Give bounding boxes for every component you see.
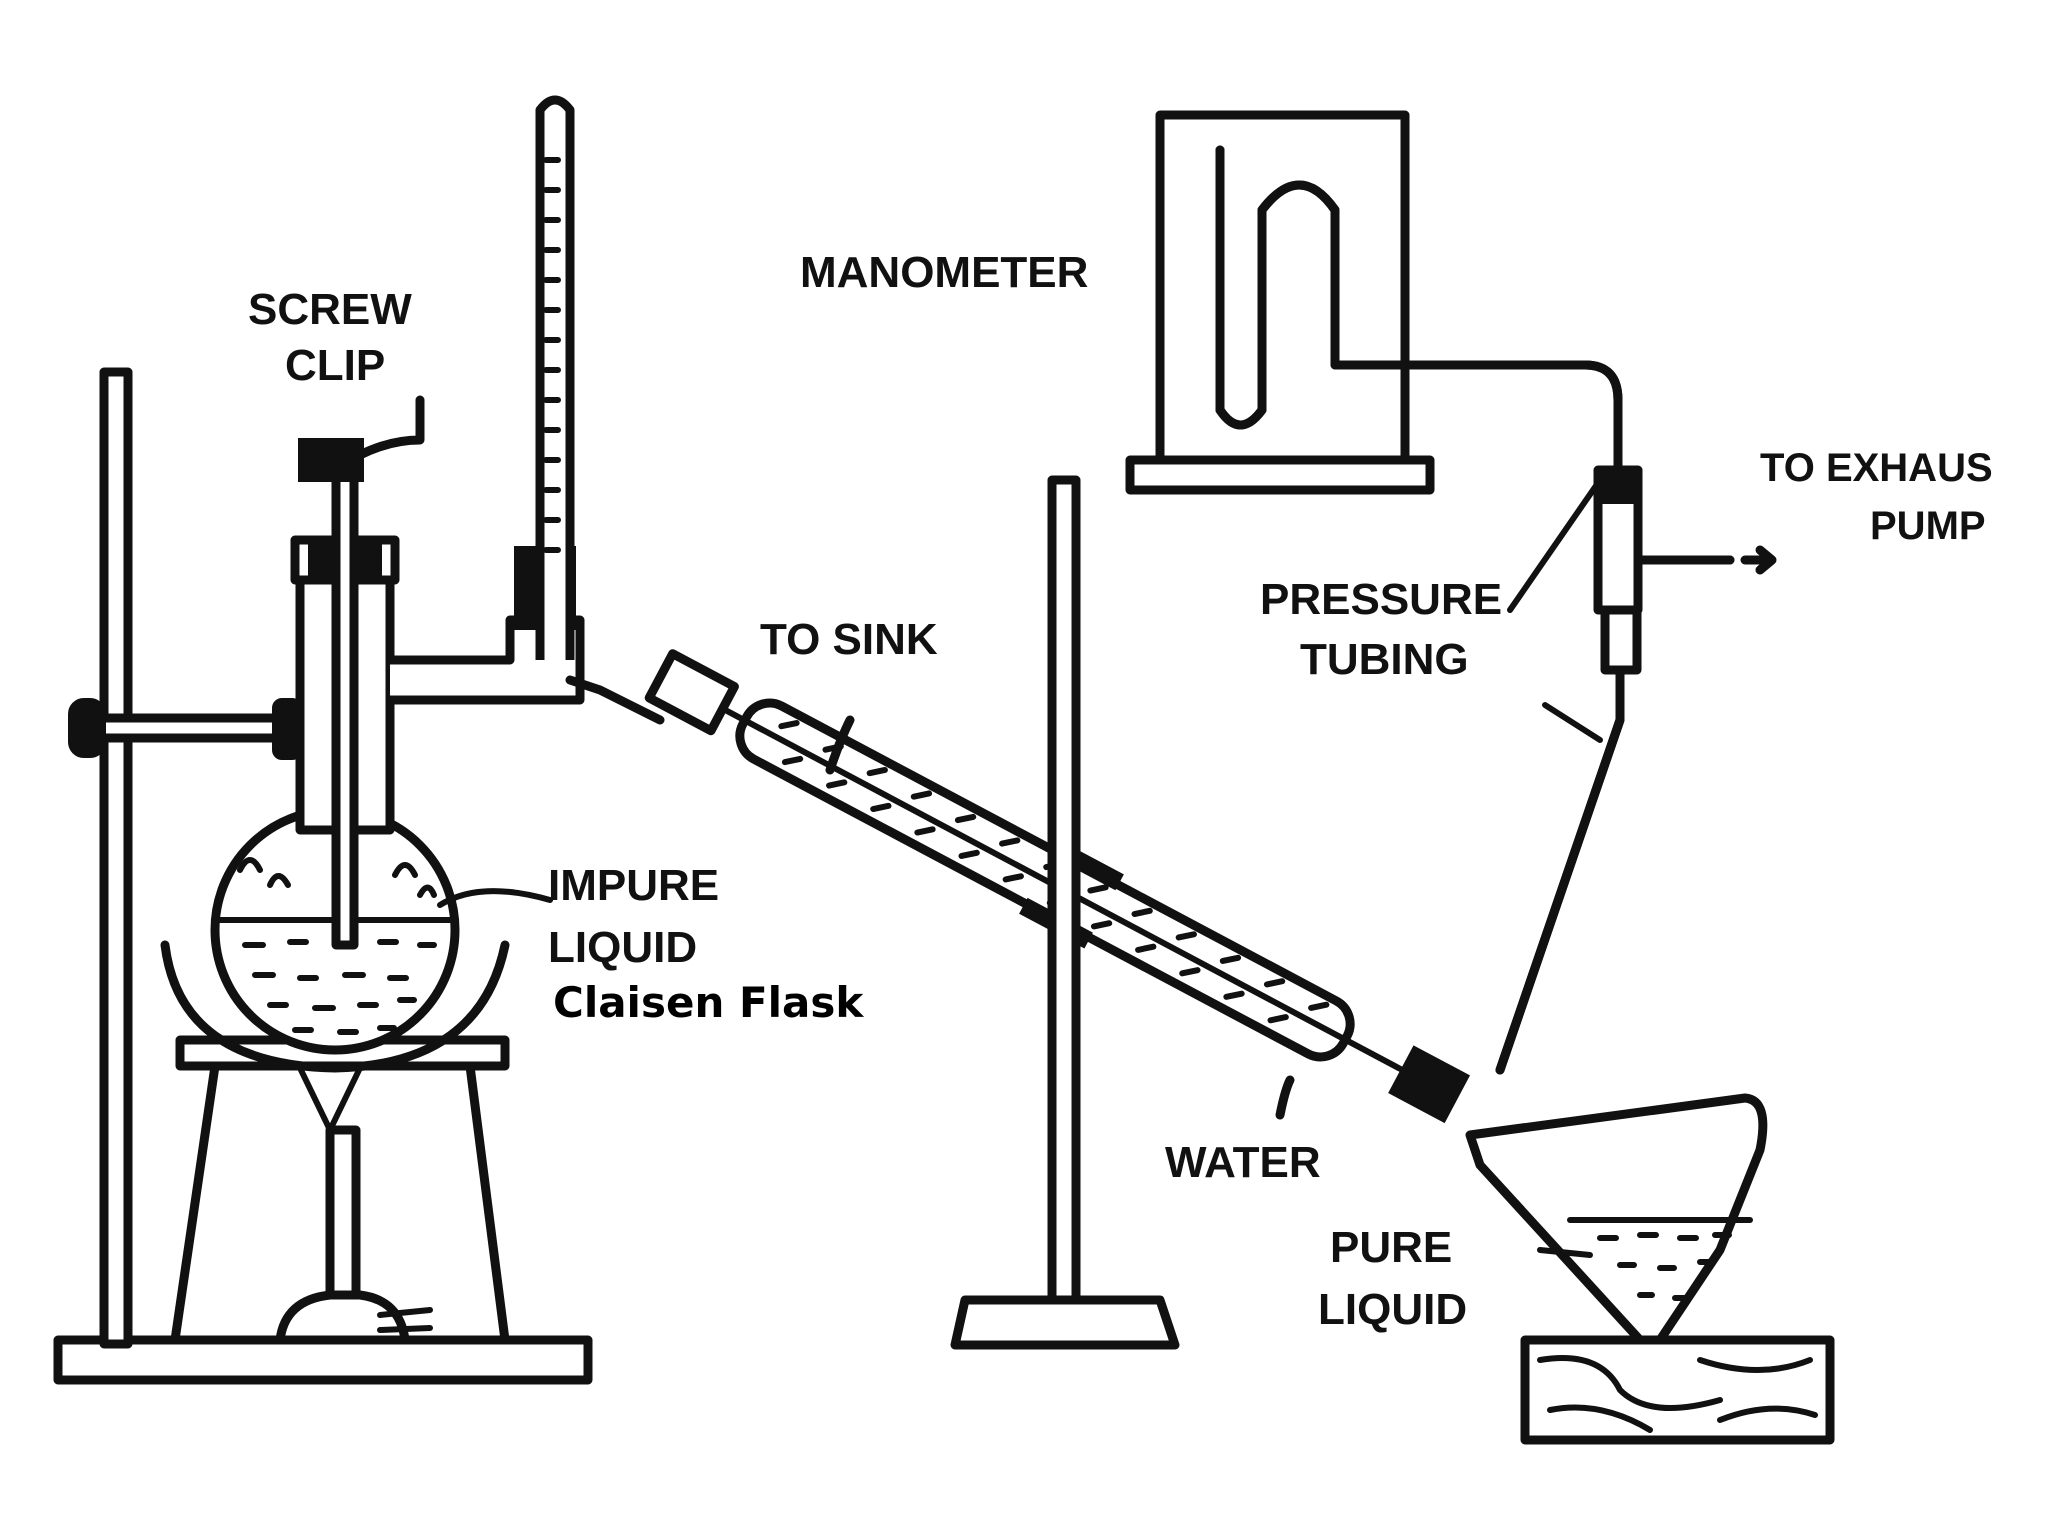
screw-clip xyxy=(298,395,425,950)
to-sink-label: TO SINK xyxy=(760,615,938,664)
water-label: WATER xyxy=(1165,1138,1321,1187)
pressure-tubing xyxy=(1435,360,1777,1075)
pure-liquid-label-line2: LIQUID xyxy=(1318,1285,1468,1334)
to-exhaust-label-line2: PUMP xyxy=(1870,504,1986,548)
receiver-flask xyxy=(1465,1093,1768,1350)
screw-clip-label-line2: CLIP xyxy=(285,341,386,390)
to-exhaust-label-line1: TO EXHAUS xyxy=(1760,446,1993,490)
impure-liquid-label-line2: LIQUID xyxy=(548,923,698,972)
leader-lines xyxy=(437,477,1603,1258)
left-retort-stand xyxy=(53,367,593,1385)
pure-liquid-label-line1: PURE xyxy=(1330,1223,1453,1272)
heating-bath xyxy=(160,940,510,1073)
manometer xyxy=(1125,110,1450,495)
bunsen-burner xyxy=(275,1125,433,1345)
pressure-tubing-label-line2: TUBING xyxy=(1300,635,1469,684)
pressure-tubing-label-line1: PRESSURE xyxy=(1260,575,1503,624)
claisen-flask-caption: Claisen Flask xyxy=(553,978,864,1027)
center-retort-stand xyxy=(950,475,1180,1350)
screw-clip-label-line1: SCREW xyxy=(248,285,412,334)
impure-liquid-label-line1: IMPURE xyxy=(548,861,720,910)
manometer-label: MANOMETER xyxy=(800,248,1089,297)
thermometer xyxy=(535,95,575,660)
wooden-block xyxy=(1520,1335,1835,1445)
